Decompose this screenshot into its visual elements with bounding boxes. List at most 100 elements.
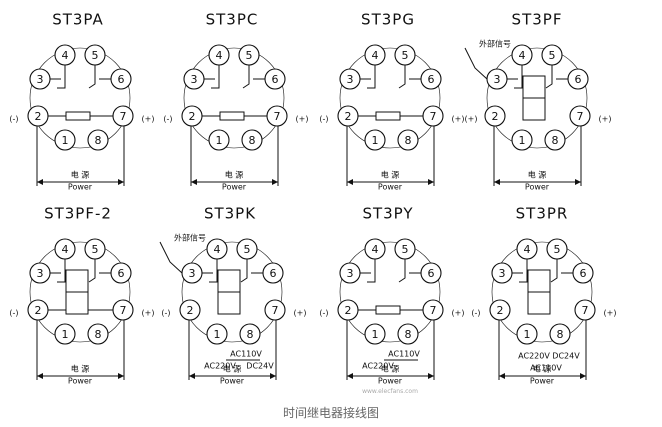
pin-8: 8 — [397, 129, 419, 151]
plus-label: (+) — [294, 309, 307, 318]
pin-circle — [337, 299, 359, 321]
diagram-title: ST3PG — [361, 11, 415, 29]
pin-circle — [54, 44, 76, 66]
ac110-label: AC110V — [230, 350, 262, 359]
pin-circle — [337, 105, 359, 127]
pin-circle — [110, 262, 132, 284]
pin-circle — [541, 44, 563, 66]
pin-circle — [264, 68, 286, 90]
pin-number: 1 — [62, 134, 69, 147]
socket-outline — [486, 47, 588, 149]
pin-number: 3 — [494, 73, 501, 86]
pin-8: 8 — [544, 129, 566, 151]
pin-number: 4 — [214, 243, 221, 256]
diagram-title: ST3PF — [512, 11, 563, 29]
pin-1: 1 — [364, 129, 386, 151]
pin-number: 1 — [524, 328, 531, 341]
pin-number: 3 — [499, 267, 506, 280]
arrow-right — [575, 179, 581, 185]
wire — [367, 259, 376, 283]
pin-3: 3 — [339, 262, 361, 284]
pin-circle — [264, 299, 286, 321]
power-label-cn: 电 源 — [71, 170, 90, 180]
pin-circle — [397, 323, 419, 345]
pin-circle — [511, 129, 533, 151]
pin-7: 7 — [112, 299, 134, 321]
pin-circle — [549, 323, 571, 345]
pin-8: 8 — [87, 129, 109, 151]
pin-number: 2 — [187, 304, 194, 317]
pin-5: 5 — [84, 238, 106, 260]
pin-7: 7 — [574, 299, 596, 321]
pin-6: 6 — [567, 68, 589, 90]
arrow-right — [428, 179, 434, 185]
arrow-right — [118, 373, 124, 379]
power-label-en: Power — [525, 183, 550, 192]
pin-number: 7 — [430, 304, 437, 317]
pin-number: 8 — [557, 328, 564, 341]
pin-8: 8 — [549, 323, 571, 345]
pin-6: 6 — [264, 68, 286, 90]
pin-2: 2 — [27, 105, 49, 127]
ac110-label: AC110V — [530, 364, 562, 373]
pin-3: 3 — [181, 262, 203, 284]
pin-number: 6 — [118, 267, 125, 280]
pin-5: 5 — [546, 238, 568, 260]
timer-coil — [375, 111, 401, 121]
pin-2: 2 — [179, 299, 201, 321]
pin-number: 5 — [402, 243, 409, 256]
diagram-title: ST3PA — [52, 11, 104, 29]
pin-number: 3 — [347, 267, 354, 280]
pin-circle — [420, 68, 442, 90]
pin-1: 1 — [54, 129, 76, 151]
pin-number: 7 — [577, 110, 584, 123]
power-label-en: Power — [68, 377, 93, 386]
pin-6: 6 — [262, 262, 284, 284]
pin-4: 4 — [364, 44, 386, 66]
socket-outline — [29, 241, 131, 343]
arrow-left — [347, 179, 353, 185]
pin-circle — [484, 105, 506, 127]
pin-4: 4 — [516, 238, 538, 260]
pin-7: 7 — [266, 105, 288, 127]
pin-number: 8 — [247, 328, 254, 341]
pin-circle — [54, 238, 76, 260]
wire — [57, 65, 66, 89]
minus-label: (-) — [163, 115, 172, 124]
pin-3: 3 — [29, 262, 51, 284]
pin-number: 2 — [345, 304, 352, 317]
minus-label: (-) — [9, 309, 18, 318]
arrow-right — [428, 373, 434, 379]
pin-circle — [574, 299, 596, 321]
pin-6: 6 — [420, 68, 442, 90]
pin-5: 5 — [236, 238, 258, 260]
timer-coil — [65, 111, 91, 121]
wire — [464, 47, 488, 80]
pin-6: 6 — [420, 262, 442, 284]
plus-label: (+) — [599, 115, 612, 124]
plus-label: (+) — [142, 309, 155, 318]
pin-number: 5 — [92, 243, 99, 256]
pin-3: 3 — [491, 262, 513, 284]
pin-3: 3 — [29, 68, 51, 90]
wire — [367, 65, 376, 89]
pin-number: 7 — [582, 304, 589, 317]
pin-circle — [364, 44, 386, 66]
pin-circle — [110, 68, 132, 90]
wire — [88, 259, 96, 283]
pin-2: 2 — [489, 299, 511, 321]
pin-circle — [420, 262, 442, 284]
power-label-en: Power — [222, 183, 247, 192]
caption: 时间继电器接线图 — [282, 406, 379, 420]
pin-circle — [208, 44, 230, 66]
pin-number: 8 — [249, 134, 256, 147]
pin-number: 2 — [35, 304, 42, 317]
socket-outline — [339, 47, 441, 149]
socket-outline — [183, 47, 285, 149]
pin-3: 3 — [339, 68, 361, 90]
pin-7: 7 — [422, 299, 444, 321]
pin-number: 5 — [549, 49, 556, 62]
